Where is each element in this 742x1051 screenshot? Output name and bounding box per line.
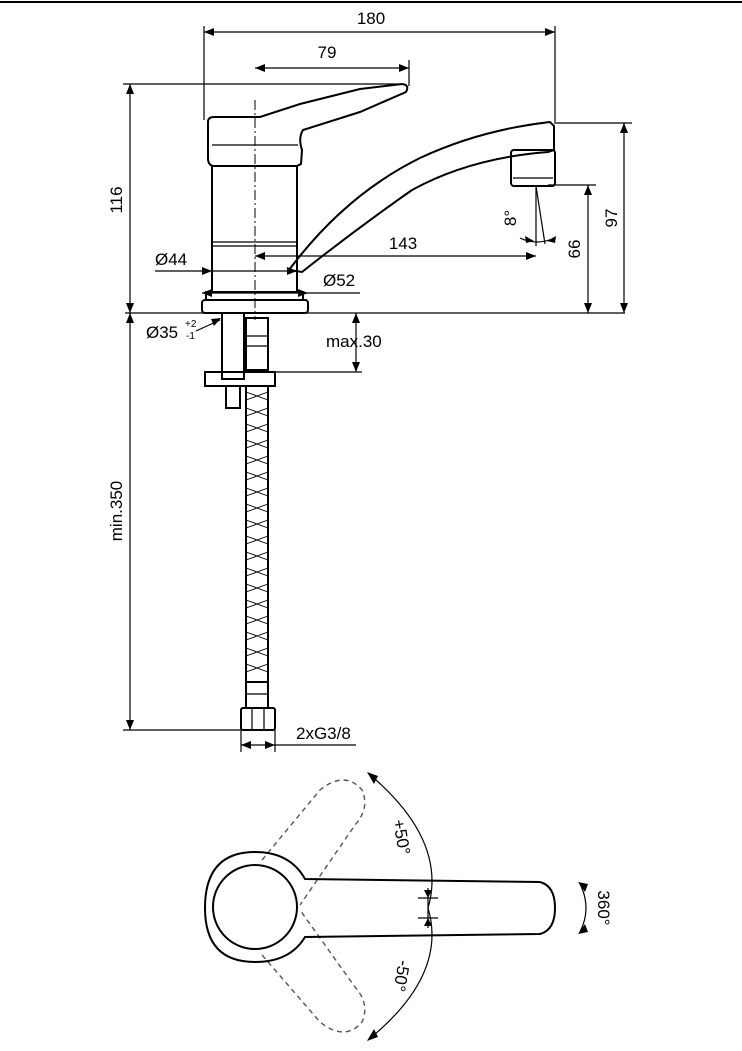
dim-connection: 2xG3/8 bbox=[296, 724, 351, 743]
dim-outlet-height: 66 bbox=[565, 240, 584, 259]
top-view: +50° -50° 360° bbox=[203, 772, 613, 1041]
dim-lever-length: 79 bbox=[318, 43, 337, 62]
dim-66-arrow-top bbox=[584, 185, 592, 195]
dim-143-arrow-right bbox=[526, 252, 536, 260]
rotation-arc bbox=[367, 772, 433, 1041]
dim-116-arrow-bottom bbox=[126, 303, 134, 313]
dim-spout-height: 97 bbox=[602, 209, 621, 228]
rotation-up-label: +50° bbox=[389, 818, 414, 856]
swivel-arrow-top bbox=[578, 882, 588, 892]
dim-g38-arrow-right bbox=[265, 741, 275, 749]
dim-hole-tolerance-plus: +2 bbox=[185, 319, 197, 330]
dim-143-arrow-left bbox=[255, 252, 265, 260]
dim-35-arrow bbox=[211, 318, 221, 326]
lever bbox=[207, 82, 409, 167]
dim-350-arrow-bottom bbox=[126, 720, 134, 730]
fixing-bolt bbox=[225, 385, 241, 409]
spout bbox=[287, 120, 555, 274]
dim-8deg-angled bbox=[535, 185, 546, 245]
body-top-view bbox=[212, 864, 298, 950]
dim-79-arrow-left bbox=[255, 64, 265, 72]
shank bbox=[221, 312, 245, 380]
dim-66-arrow-bottom bbox=[584, 303, 592, 313]
hose-connector-nut bbox=[240, 707, 276, 731]
dim-97-arrow-top bbox=[620, 123, 628, 133]
dim-52-arrow-left bbox=[202, 289, 212, 297]
lever-rotated-down bbox=[261, 909, 366, 1033]
dim-total-length: 180 bbox=[357, 9, 385, 28]
dim-79-arrow-right bbox=[399, 64, 409, 72]
dim-44-arrow-right bbox=[287, 267, 297, 275]
dim-base-diameter: Ø52 bbox=[323, 271, 355, 290]
side-view: 180 79 116 97 66 8° bbox=[107, 9, 632, 752]
dim-total-height: 116 bbox=[107, 186, 126, 213]
dim-spout-angle: 8° bbox=[501, 210, 520, 226]
dim-52-arrow-right bbox=[298, 289, 308, 297]
hose-fitting-top bbox=[245, 317, 269, 371]
dim-44-arrow-left bbox=[202, 267, 212, 275]
rotation-down-label: -50° bbox=[389, 959, 413, 993]
dim-350-arrow-top bbox=[126, 313, 134, 323]
dim-hole-tolerance-minus: -1 bbox=[186, 331, 195, 342]
dim-180-arrow-right bbox=[545, 28, 555, 36]
dim-8deg-arrow-left bbox=[525, 236, 534, 243]
lever-rotated-up bbox=[261, 779, 366, 906]
center-arrow-down bbox=[424, 890, 432, 898]
hose-ferrule bbox=[245, 681, 269, 709]
swivel-arrow-bottom bbox=[578, 924, 588, 934]
dim-97-arrow-bottom bbox=[620, 303, 628, 313]
center-arrow-up bbox=[424, 918, 432, 926]
dim-hole-diameter: Ø35 bbox=[146, 323, 178, 342]
rotation-arrow-up bbox=[367, 772, 378, 784]
dim-hose-length: min.350 bbox=[107, 481, 126, 541]
dim-180-arrow-left bbox=[204, 28, 214, 36]
swivel-arc bbox=[579, 883, 587, 933]
dim-body-diameter: Ø44 bbox=[155, 250, 187, 269]
dim-116-arrow-top bbox=[126, 84, 134, 94]
swivel-label: 360° bbox=[594, 890, 613, 925]
dim-max-deck-thickness: max.30 bbox=[326, 332, 382, 351]
dim-30-arrow-top bbox=[352, 313, 360, 323]
dim-8deg-arrow-right bbox=[547, 236, 556, 243]
rotation-arrow-down bbox=[367, 1029, 378, 1041]
dim-spout-reach: 143 bbox=[389, 234, 417, 253]
spout-outlet bbox=[510, 149, 556, 187]
lever-top-view bbox=[203, 850, 557, 964]
hose-braid-pattern bbox=[245, 391, 269, 673]
dim-30-arrow-bottom bbox=[352, 362, 360, 372]
dim-g38-arrow-left bbox=[241, 741, 251, 749]
